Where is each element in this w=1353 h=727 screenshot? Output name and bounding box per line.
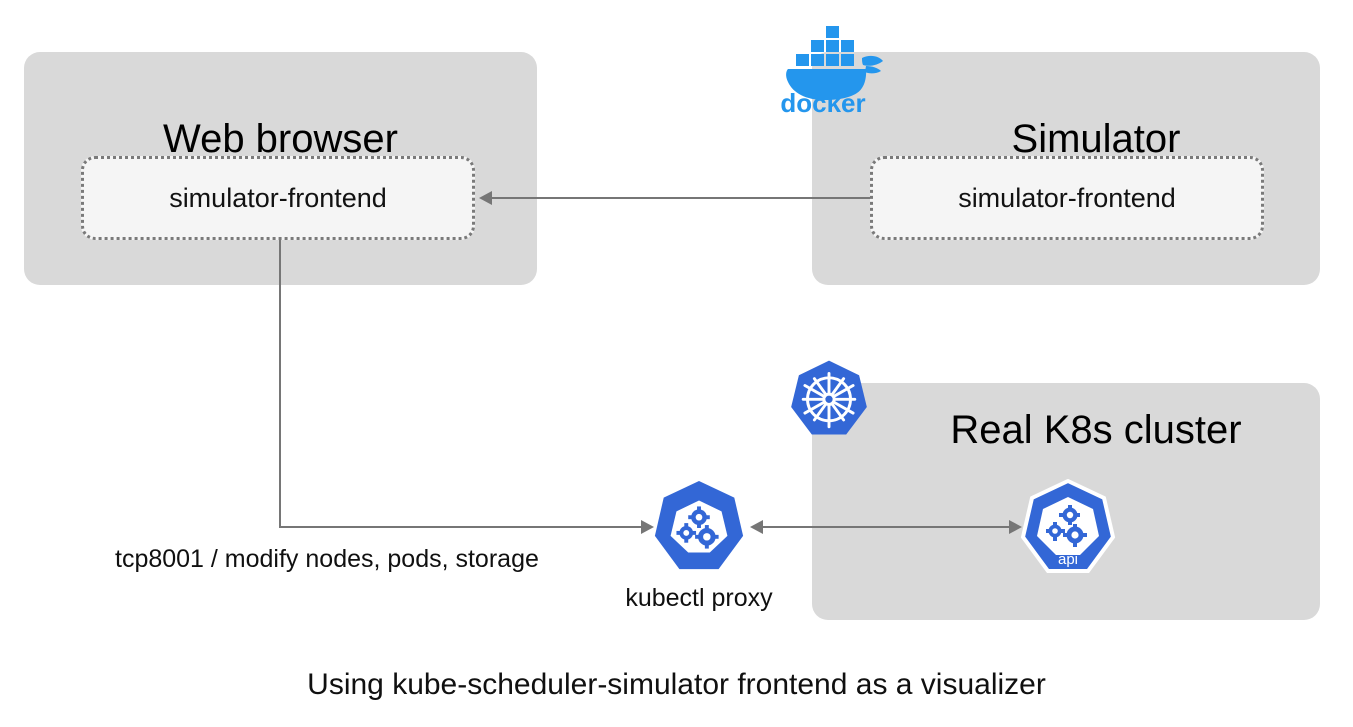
- group-title-simulator: Simulator: [1011, 117, 1181, 161]
- edge-proxy-apiserver-arrowhead-right: [1009, 520, 1022, 534]
- docker-logo: docker: [762, 14, 884, 114]
- component-simulator-simulator-frontend: simulator-frontend: [870, 156, 1264, 240]
- edge-serve-frontend-arrowhead: [479, 191, 492, 205]
- edge-proxy-apiserver-line: [763, 526, 1011, 528]
- diagram-caption: Using kube-scheduler-simulator frontend …: [307, 668, 1046, 701]
- component-browser-simulator-frontend: simulator-frontend: [81, 156, 475, 240]
- group-title-web-browser: Web browser: [163, 117, 398, 161]
- edge-proxy-call-vertical: [279, 240, 281, 528]
- docker-wordmark: docker: [780, 88, 865, 114]
- edge-proxy-call-arrowhead: [641, 520, 654, 534]
- kubectl-proxy-label: kubectl proxy: [625, 584, 773, 612]
- group-title-real-k8s-cluster: Real K8s cluster: [950, 408, 1242, 452]
- api-server-icon: api: [1018, 479, 1118, 579]
- edge-label-proxy-call: tcp8001 / modify nodes, pods, storage: [115, 545, 539, 573]
- component-label-browser-simulator-frontend: simulator-frontend: [169, 182, 387, 213]
- api-server-label: api: [1058, 551, 1078, 568]
- edge-proxy-call-horizontal: [279, 526, 643, 528]
- component-label-simulator-simulator-frontend: simulator-frontend: [958, 182, 1176, 213]
- kubernetes-logo: [786, 358, 872, 444]
- edge-proxy-apiserver-arrowhead-left: [750, 520, 763, 534]
- kubectl-proxy-icon: [650, 479, 748, 577]
- edge-serve-frontend-line: [492, 197, 870, 199]
